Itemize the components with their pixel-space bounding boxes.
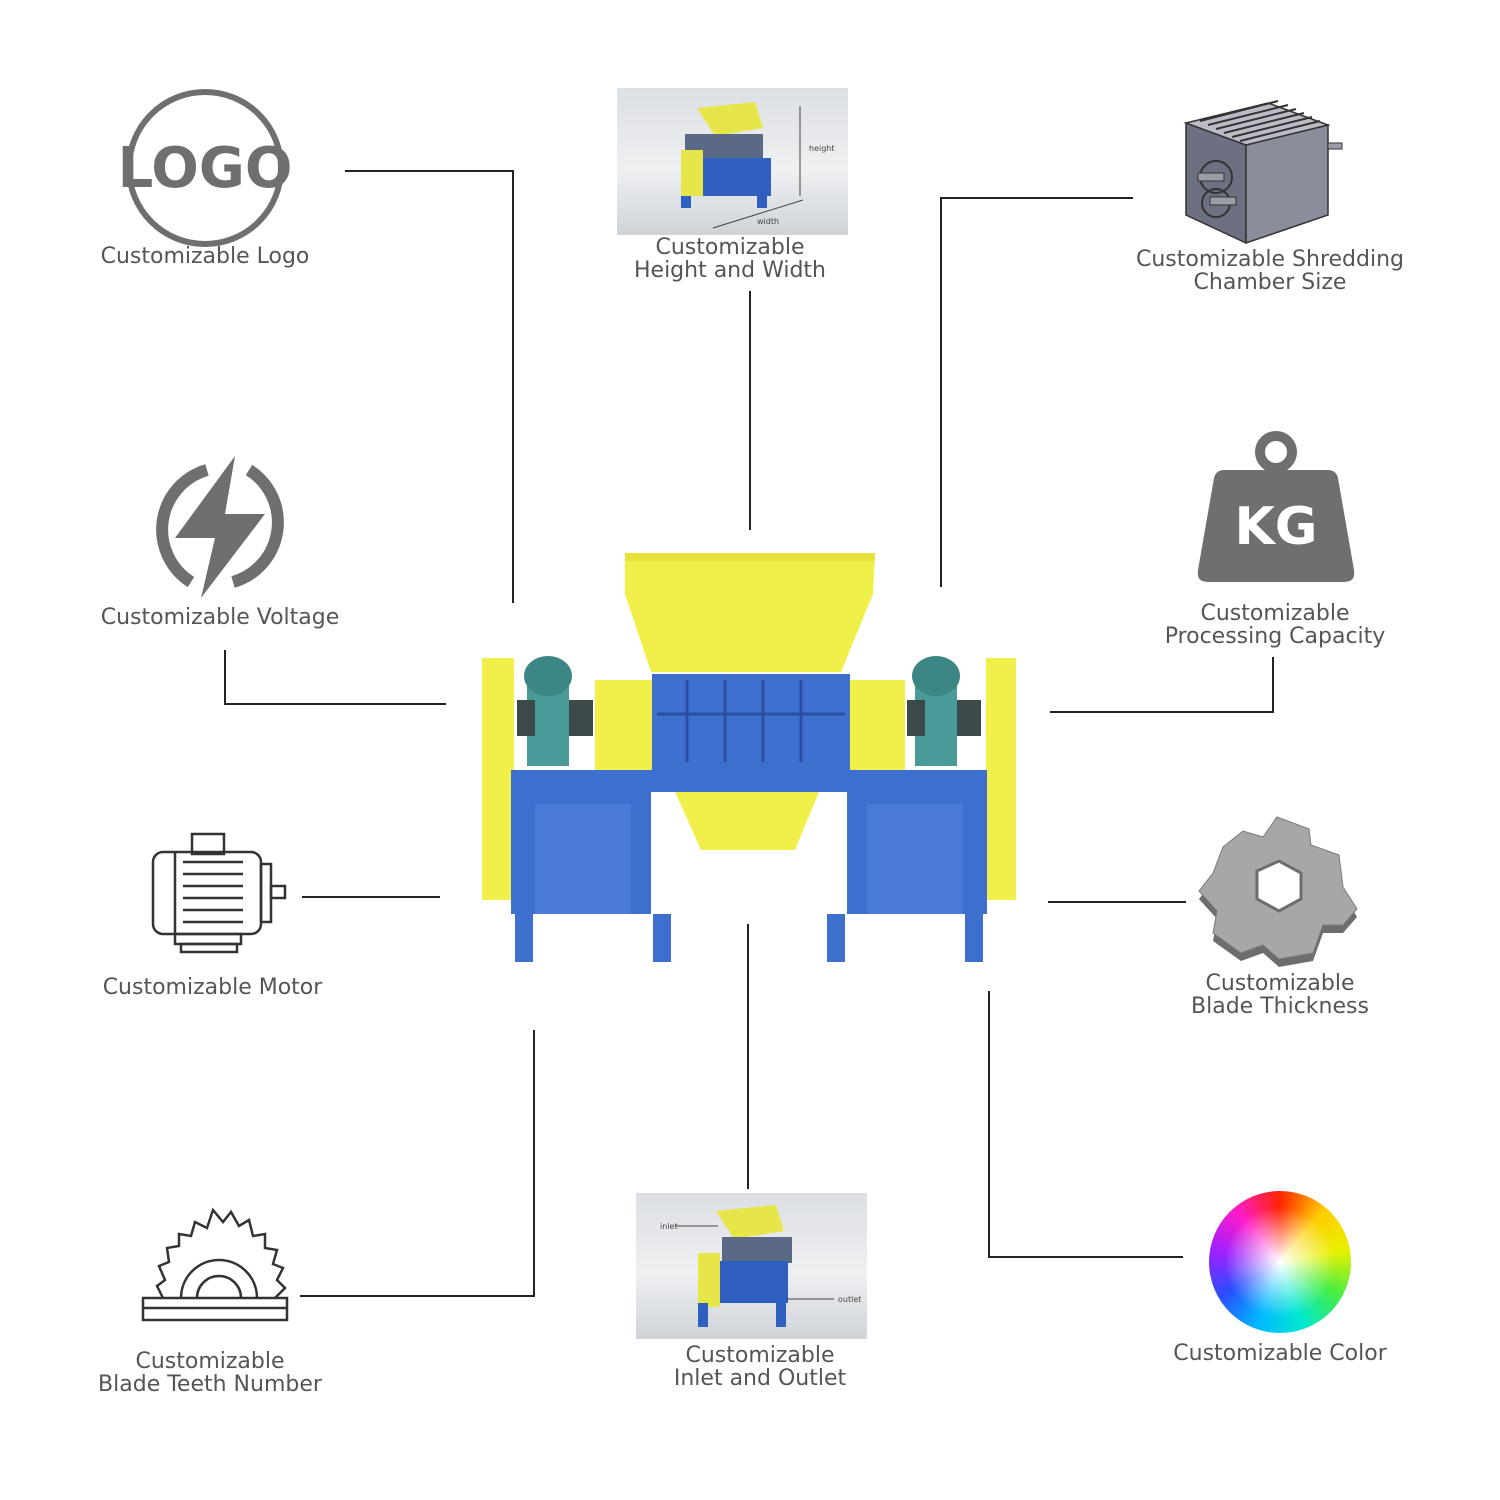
color-wheel-icon [1209, 1191, 1351, 1333]
connector-color [988, 991, 1183, 1258]
kg-icon-text: KG [1235, 497, 1318, 557]
voltage-label: Customizable Voltage [100, 605, 340, 630]
saw-blade-icon [141, 1207, 289, 1322]
electric-motor-icon [151, 832, 287, 954]
logo-label: Customizable Logo [100, 244, 310, 269]
inlet-outlet-label: Customizable Inlet and Outlet [673, 1343, 847, 1391]
photo-inlet-text: inlet [660, 1222, 678, 1231]
color-label: Customizable Color [1173, 1341, 1387, 1366]
height-width-label: Customizable Height and Width [633, 235, 827, 283]
connector-teeth [300, 1030, 535, 1297]
mini-shredder-drawing-2: inlet outlet [660, 1205, 861, 1327]
blade-thickness-label: Customizable Blade Thickness [1191, 971, 1369, 1019]
logo-badge-icon: LOGO [120, 89, 290, 247]
lightning-bolt-icon [156, 456, 284, 598]
logo-icon-text: LOGO [120, 136, 290, 201]
motor-label: Customizable Motor [102, 975, 323, 1000]
shredder-blade-icon [1198, 816, 1358, 967]
photo-outlet-text: outlet [838, 1295, 861, 1304]
mini-shredder-drawing: height width [681, 102, 835, 229]
connector-chamber [940, 197, 1133, 587]
chamber-label: Customizable Shredding Chamber Size [1136, 247, 1404, 295]
twin-shaft-shredder-machine [482, 553, 1016, 962]
teeth-label: Customizable Blade Teeth Number [98, 1349, 322, 1397]
weight-kg-icon: KG [1197, 431, 1355, 582]
connector-logo [345, 170, 514, 603]
connector-voltage [224, 650, 446, 705]
photo-height-text: height [809, 144, 835, 153]
photo-width-text: width [757, 217, 779, 226]
capacity-label: Customizable Processing Capacity [1164, 601, 1386, 649]
shredding-chamber-icon [1183, 100, 1343, 245]
connector-capacity [1050, 657, 1274, 713]
height-width-photo: height width [617, 88, 848, 235]
inlet-outlet-photo: inlet outlet [636, 1193, 867, 1339]
